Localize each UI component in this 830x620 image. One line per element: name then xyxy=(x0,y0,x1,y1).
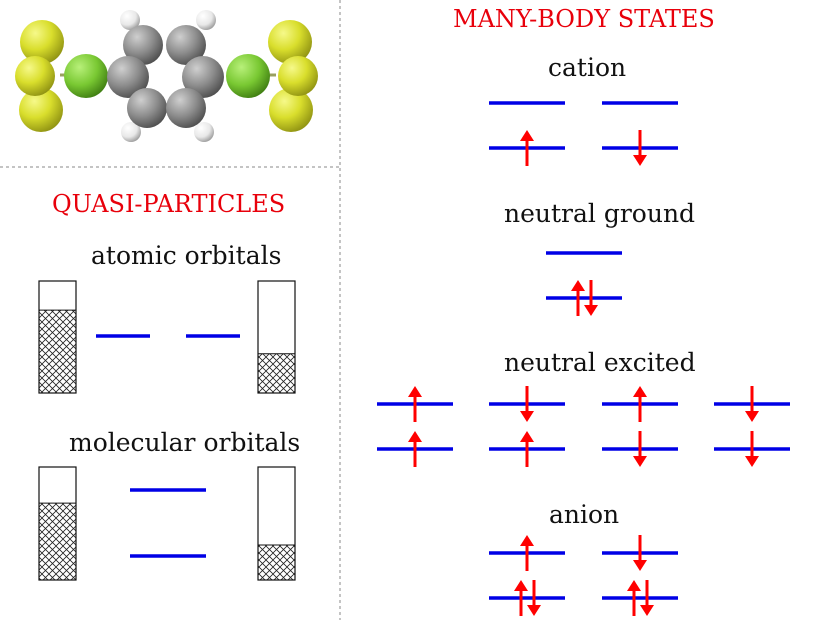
spin-down-arrow-head xyxy=(527,605,541,616)
spin-down-arrow-head xyxy=(745,411,759,422)
electrode-box-right xyxy=(257,280,296,394)
occupied-fill-right xyxy=(258,353,295,393)
spin-down-arrow-head xyxy=(633,456,647,467)
neutral-ground-label: neutral ground xyxy=(504,199,696,228)
many-body-states-panel xyxy=(377,101,790,616)
spin-down-arrow-head xyxy=(745,456,759,467)
spin-up-arrow-head xyxy=(514,580,528,591)
spin-up-arrow-head xyxy=(520,535,534,546)
occupied-fill-left xyxy=(39,310,76,393)
spin-up-arrow-head xyxy=(520,130,534,141)
spin-down-arrow-head xyxy=(640,605,654,616)
neutral-excited-label: neutral excited xyxy=(504,348,696,377)
spin-up-arrow-head xyxy=(408,431,422,442)
spin-down-arrow-head xyxy=(633,560,647,571)
anion-label: anion xyxy=(549,500,620,529)
cation-label: cation xyxy=(548,53,627,82)
spin-down-arrow-head xyxy=(584,305,598,316)
electrode-box-left xyxy=(38,466,77,581)
molecule-image xyxy=(15,10,318,142)
quasi-particles-panel xyxy=(38,280,296,581)
electrode-box-right xyxy=(257,466,296,581)
spin-up-arrow-head xyxy=(520,431,534,442)
spin-up-arrow-head xyxy=(571,280,585,291)
spin-up-arrow-head xyxy=(627,580,641,591)
molecular-orbitals-label: molecular orbitals xyxy=(69,428,301,457)
many-body-states-heading: MANY-BODY STATES xyxy=(453,5,715,33)
spin-down-arrow-head xyxy=(633,155,647,166)
electrode-box-left xyxy=(38,280,77,394)
spin-up-arrow-head xyxy=(633,386,647,397)
occupied-fill-right xyxy=(258,544,295,580)
spin-up-arrow-head xyxy=(408,386,422,397)
quasi-particles-heading: QUASI-PARTICLES xyxy=(52,190,286,218)
occupied-fill-left xyxy=(39,503,76,580)
spin-down-arrow-head xyxy=(520,411,534,422)
atomic-orbitals-label: atomic orbitals xyxy=(91,241,282,270)
